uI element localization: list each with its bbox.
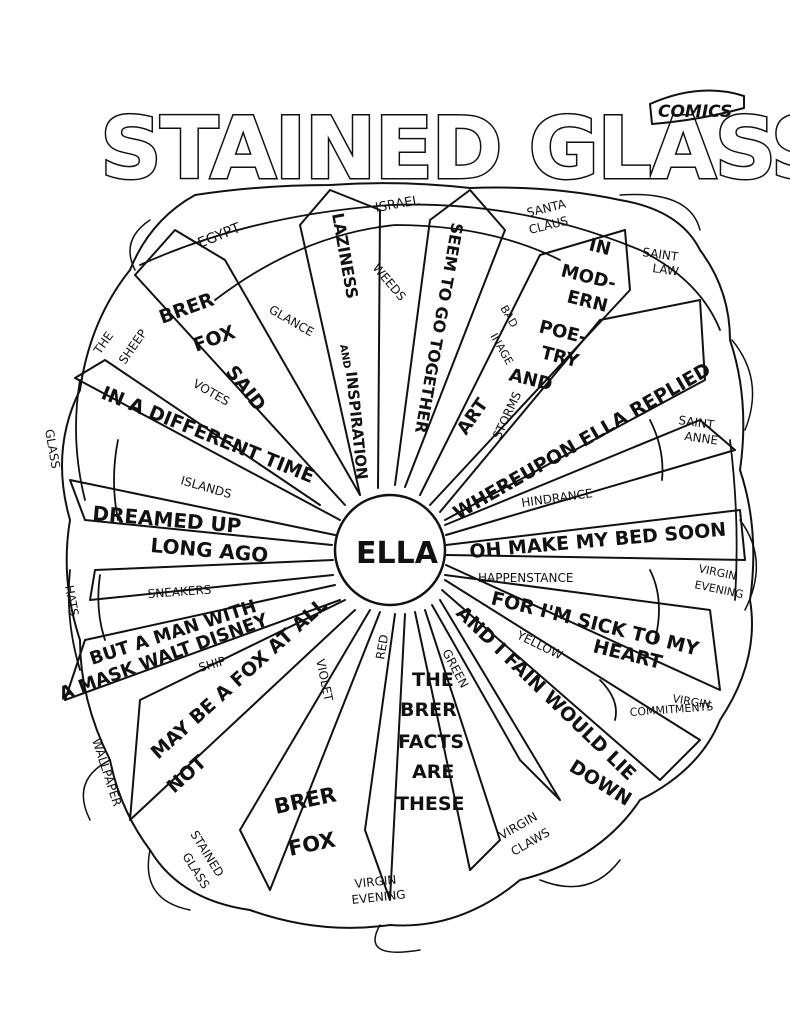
label-votes: VOTES [191,376,233,408]
label-glass-left: GLASS [42,428,63,470]
petal-brer-fox-1: BRER [272,782,338,819]
title: STAINED GLASS [100,99,790,199]
petal-try: TRY [539,342,582,372]
petal-dreamed-2: LONG AGO [150,533,270,567]
petal-facts-1: THE [412,669,454,691]
outer-labels: EGYPT ISRAEL SANTA CLAUS SAINT LAW THE S… [42,193,745,907]
petal-make-bed: OH MAKE MY BED SOON [469,519,728,563]
petal-said: SAID [221,362,270,416]
label-saint-anne-1: SAINT [678,413,716,432]
center-label: ELLA [356,536,439,571]
label-saint-law-1: SAINT [642,245,680,264]
label-badinage-2: INAGE [487,331,515,367]
label-virgin-evening-r-2: EVENING [693,578,744,601]
label-wallpaper: WALLPAPER [89,737,124,808]
label-sheep: SHEEP [116,327,150,367]
label-storms: STORMS [490,389,524,441]
petal-dreamed-1: DREAMED UP [92,501,243,538]
petal-seem-together: SEEM TO GO TOGETHER [411,221,467,434]
center-circle [333,493,447,607]
petal-brer: BRER [156,288,217,328]
petal-facts-2: BRER [400,699,457,721]
label-violet: VIOLET [313,658,336,703]
petal-and: AND [337,344,352,370]
label-virgin-evening-b-1: VIRGIN [354,873,397,891]
label-virgin-evening-b-2: EVENING [351,887,406,907]
petal-fox: FOX [190,321,238,357]
label-red: RED [373,633,391,660]
petal-laziness: LAZINESS [328,211,362,300]
label-weeds: WEEDS [370,261,409,304]
petals [64,189,746,901]
petal-facts-4: ARE [412,761,454,783]
label-happenstance: HAPPENSTANCE [478,571,573,585]
outer-ring [139,203,721,331]
comics-badge: COMICS [649,89,745,125]
label-hats: HATS [62,584,81,617]
label-egypt: EGYPT [196,220,244,252]
outer-border [61,182,755,929]
petal-fox-at-all-2: NOT [163,751,211,797]
label-saint-law-2: LAW [652,261,680,279]
petal-mod: MOD- [559,260,618,294]
petal-inspiration: INSPIRATION [342,371,371,481]
petal-facts-3: FACTS [398,731,464,753]
label-glance: GLANCE [267,302,317,339]
inner-ring [214,224,561,301]
badge-text: COMICS [658,102,732,122]
label-sneakers: SNEAKERS [147,583,212,601]
label-badinage-1: BAD [497,303,520,330]
petal-in: IN [587,234,613,260]
label-ship: SHIP [197,654,227,675]
label-islands: ISLANDS [179,473,233,501]
petal-facts-5: THESE [396,793,465,815]
label-saint-anne-2: ANNE [684,429,719,448]
label-virgin-commit-2: COMMITMENTS [629,700,713,719]
